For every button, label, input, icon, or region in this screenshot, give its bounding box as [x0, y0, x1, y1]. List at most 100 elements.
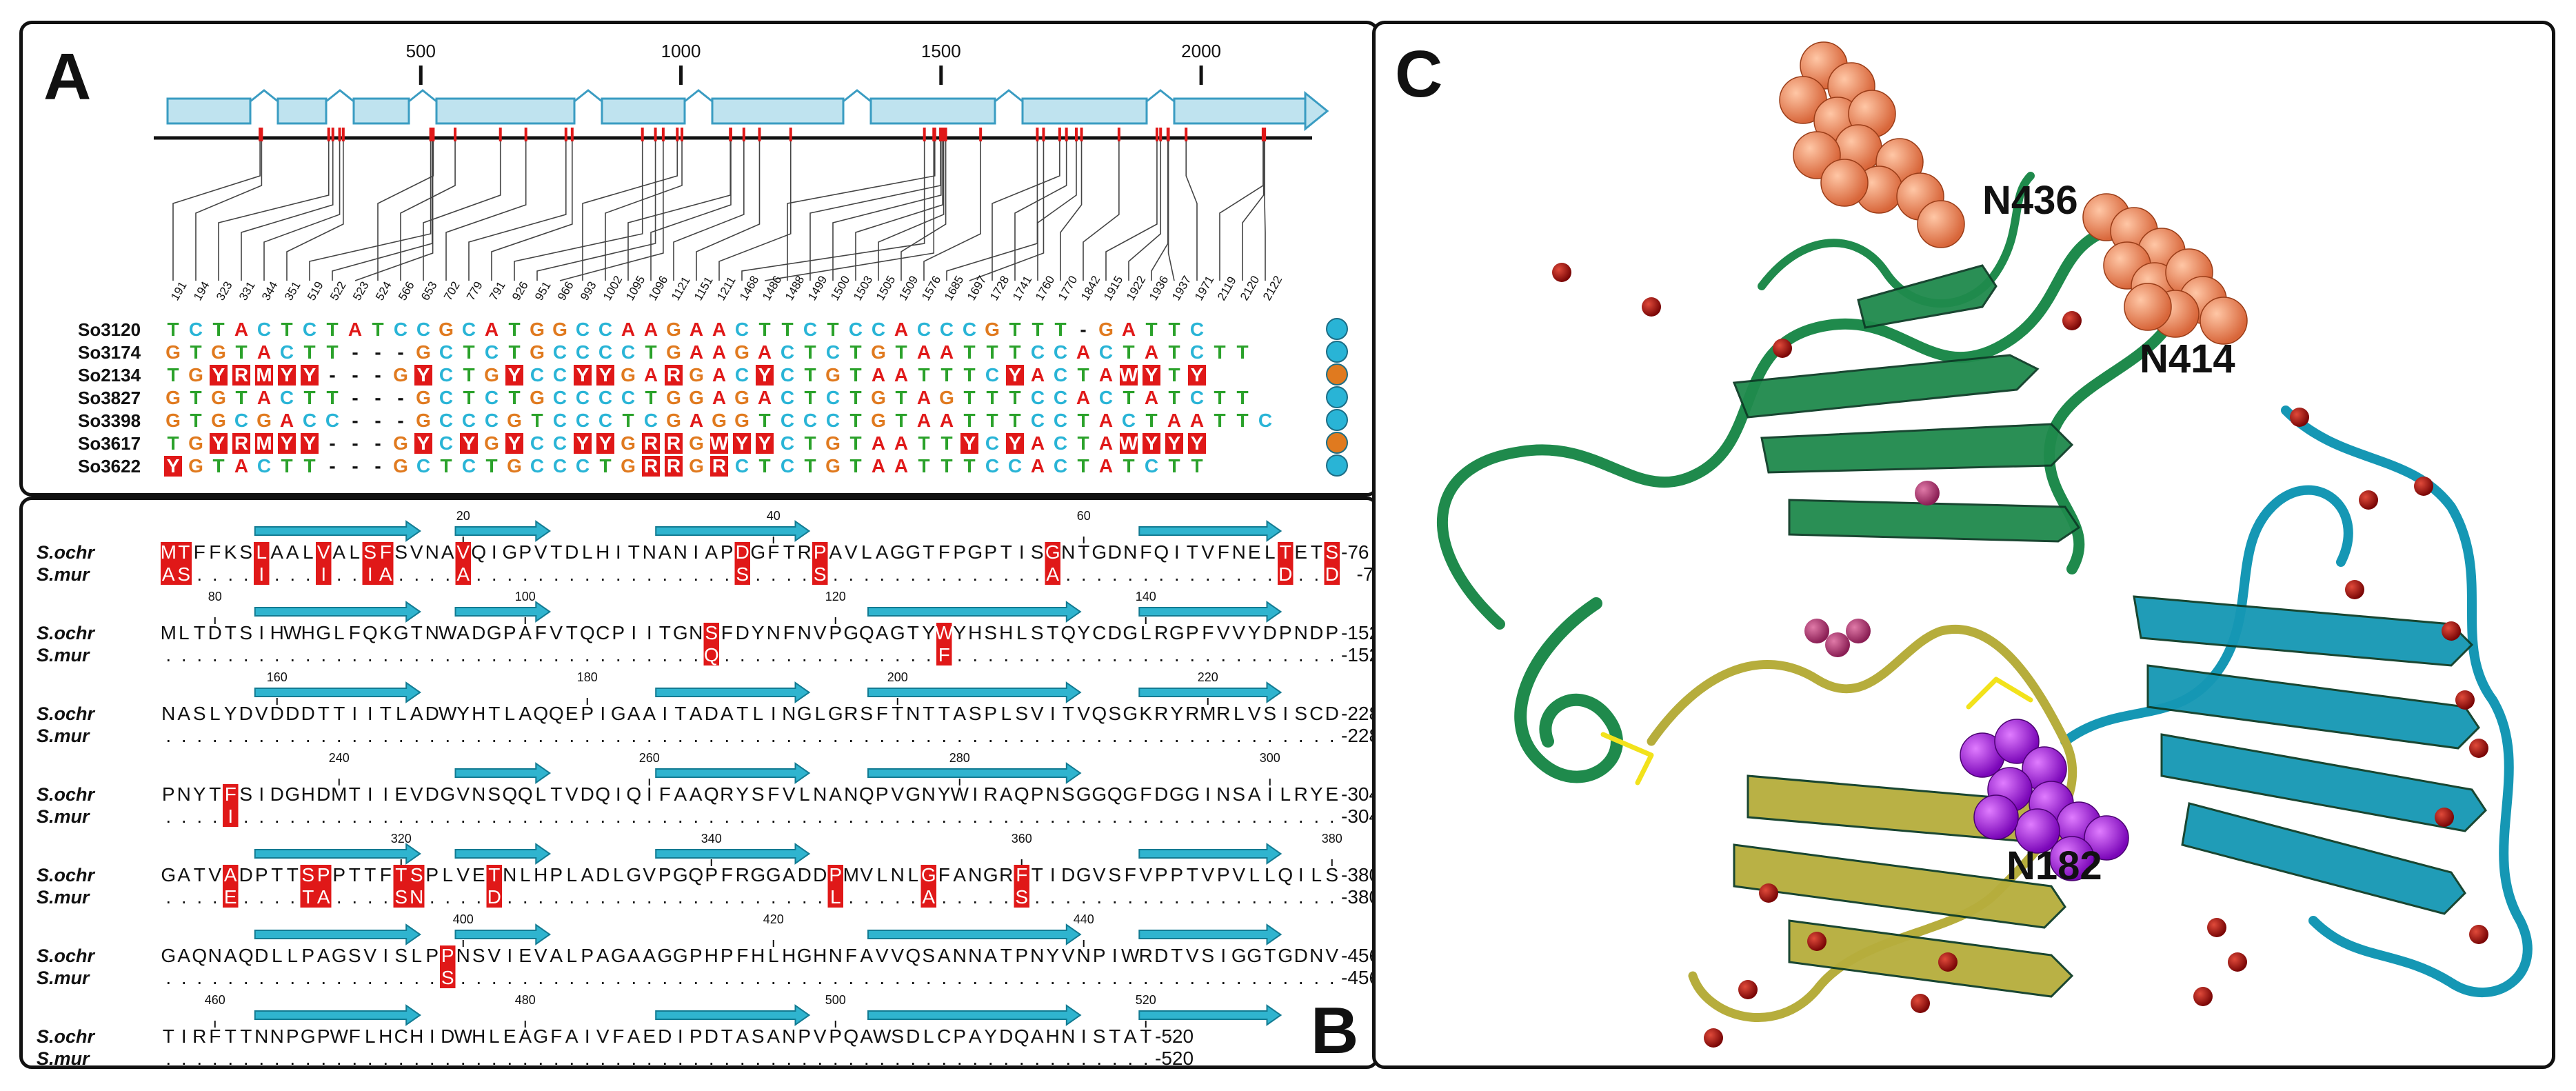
base-letter: C	[576, 341, 590, 363]
position-label: 351	[282, 279, 303, 303]
snp-connector	[309, 141, 432, 281]
position-tick-label: 480	[515, 993, 536, 1007]
base-letter: C	[553, 455, 567, 477]
residue-mur: .	[476, 725, 481, 746]
residue-mur: .	[786, 644, 792, 665]
glycan-sphere	[1994, 719, 2040, 764]
residue-mur: .	[1050, 725, 1056, 746]
residue-ochr: T	[1109, 1025, 1120, 1047]
residue-ochr: Q	[192, 945, 207, 966]
residue-mur: .	[926, 644, 932, 665]
residue-ochr: N	[1216, 783, 1230, 805]
base-letter: C	[1190, 387, 1204, 408]
residue-ochr: S	[705, 622, 718, 643]
residue-mur: .	[817, 1048, 823, 1065]
residue-ochr: L	[349, 541, 360, 563]
residue-mur: .	[910, 967, 916, 988]
residue-mur: .	[305, 805, 311, 827]
residue-mur: .	[771, 644, 776, 665]
position-tick-label: 380	[1322, 832, 1342, 845]
position-tick-label: 260	[639, 751, 660, 765]
residue-ochr: N	[906, 703, 920, 724]
residue-mur: .	[693, 644, 698, 665]
residue-mur: .	[802, 886, 807, 908]
base-letter: C	[1099, 341, 1113, 363]
residue-mur: .	[724, 886, 729, 908]
residue-mur: .	[1096, 805, 1102, 827]
base-letter: C	[394, 319, 407, 340]
residue-ochr: L	[566, 945, 577, 966]
residue-mur: .	[1034, 886, 1040, 908]
residue-ochr: T	[1171, 945, 1183, 966]
base-letter: C	[1008, 455, 1022, 477]
residue-mur: .	[1096, 644, 1102, 665]
residue-mur: .	[368, 1048, 373, 1065]
residue-ochr: T	[1032, 864, 1043, 885]
residue-mur: .	[1065, 563, 1071, 585]
position-label: 1685	[942, 274, 966, 303]
residue-mur: .	[259, 644, 264, 665]
residue-ochr: Q	[1014, 783, 1029, 805]
residue-mur: .	[1096, 967, 1102, 988]
residue-mur: .	[197, 725, 202, 746]
residue-ochr: V	[410, 783, 423, 805]
residue-ochr: F	[659, 783, 671, 805]
residue-mur: .	[368, 725, 373, 746]
residue-ochr: A	[441, 541, 454, 563]
residue-ochr: G	[797, 945, 812, 966]
residue-mur: .	[461, 1048, 466, 1065]
base-letter: G	[689, 364, 704, 386]
residue-mur: .	[988, 967, 994, 988]
residue-mur: .	[1081, 1048, 1087, 1065]
base-letter: -	[397, 410, 403, 431]
residue-mur: .	[1329, 805, 1335, 827]
residue-mur: .	[507, 967, 512, 988]
snp-connector	[377, 141, 434, 281]
intron-line	[250, 89, 279, 103]
residue-mur: .	[1158, 563, 1164, 585]
residue-mur: .	[755, 886, 761, 908]
position-label: 1760	[1033, 274, 1057, 303]
residue-mur: .	[957, 563, 963, 585]
base-letter: C	[530, 364, 544, 386]
base-letter: A	[712, 319, 726, 340]
base-letter: G	[825, 432, 841, 454]
residue-mur: .	[274, 1048, 280, 1065]
residue-mur: .	[1065, 967, 1071, 988]
snp-connector	[787, 141, 936, 281]
residue-mur: .	[554, 805, 559, 827]
snp-connector	[491, 141, 573, 281]
residue-ochr: Q	[626, 783, 641, 805]
residue-ochr: L	[272, 945, 283, 966]
residue-mur: .	[197, 1048, 202, 1065]
residue-mur: .	[833, 1048, 838, 1065]
base-letter: T	[1214, 387, 1225, 408]
residue-mur: .	[941, 967, 947, 988]
base-letter: C	[576, 410, 590, 431]
residue-mur: .	[430, 725, 435, 746]
residue-ochr: G	[1045, 541, 1060, 563]
residue-mur: .	[910, 563, 916, 585]
residue-ochr: D	[1154, 945, 1168, 966]
residue-mur: .	[523, 886, 528, 908]
intron-line	[684, 89, 713, 103]
base-letter: A	[257, 387, 271, 408]
residue-ochr: G	[828, 703, 843, 724]
residue-mur: .	[569, 644, 574, 665]
substitution-highlight	[223, 784, 239, 827]
residue-ochr: G	[1185, 783, 1200, 805]
residue-mur: .	[476, 644, 481, 665]
residue-mur: .	[336, 967, 342, 988]
base-letter: G	[689, 455, 704, 477]
base-letter: T	[804, 387, 816, 408]
residue-ochr: A	[1248, 783, 1261, 805]
residue-mur: A	[379, 563, 392, 585]
residue-mur: .	[228, 967, 233, 988]
clade-marker	[1326, 341, 1348, 363]
residue-ochr: R	[1185, 703, 1199, 724]
position-label: 524	[373, 279, 394, 303]
base-letter: T	[599, 455, 611, 477]
residue-mur: .	[1065, 725, 1071, 746]
base-letter: T	[1168, 387, 1180, 408]
